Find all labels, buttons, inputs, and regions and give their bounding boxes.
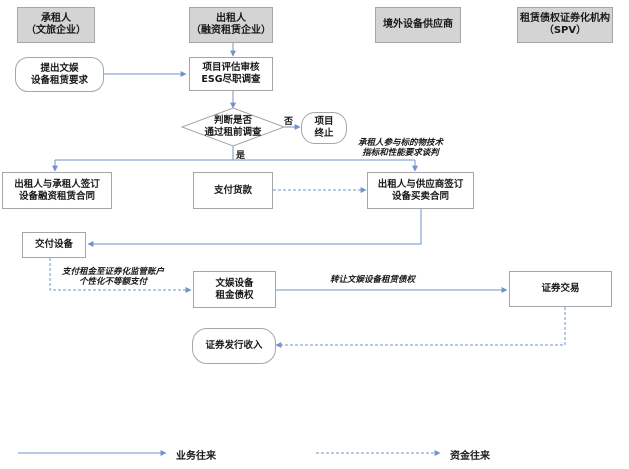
header-spv: 租赁债权证券化机构 （SPV） bbox=[517, 7, 613, 43]
note-transfer: 转让文娱设备租赁债权 bbox=[330, 275, 416, 285]
node-request: 提出文娱 设备租赁要求 bbox=[15, 57, 104, 92]
node-lease-contract-line1: 出租人与承租人签订 bbox=[14, 178, 100, 190]
note-negotiate-line2: 指标和性能要求谈判 bbox=[362, 148, 439, 158]
label-yes: 是 bbox=[236, 151, 246, 161]
edge-purchase-to-deliver bbox=[87, 208, 422, 247]
note-rent-pay-line2: 个性化不等额支付 bbox=[79, 277, 148, 287]
header-lessee-line1: 承租人 bbox=[41, 13, 71, 24]
node-claim: 文娱设备 租金债权 bbox=[193, 271, 276, 308]
node-claim-line1: 文娱设备 bbox=[215, 277, 254, 289]
note-rent-pay-line1: 支付租金至证券化监管账户 bbox=[62, 267, 165, 277]
note-negotiate-line1: 承租人参与标的物技术 bbox=[358, 138, 444, 148]
node-terminate-line1: 项目 bbox=[314, 116, 334, 127]
node-purchase-contract-line2: 设备买卖合同 bbox=[391, 190, 449, 202]
node-decision-line2: 通过租前调查 bbox=[204, 127, 262, 138]
label-no: 否 bbox=[284, 117, 294, 127]
header-spv-line2: （SPV） bbox=[543, 25, 587, 36]
note-rent-pay: 支付租金至证券化监管账户 个性化不等额支付 bbox=[62, 267, 164, 287]
node-decision: 判断是否 通过租前调查 bbox=[186, 114, 280, 140]
edge-deliver-to-claim bbox=[49, 258, 192, 293]
header-lessor-line1: 出租人 bbox=[216, 13, 246, 24]
edge-trade-to-proceeds bbox=[275, 307, 566, 348]
node-deliver: 交付设备 bbox=[22, 232, 86, 258]
header-lessee: 承租人 （文旅企业） bbox=[17, 7, 95, 43]
node-proceeds: 证券发行收入 bbox=[192, 328, 276, 364]
decision-diamond bbox=[180, 107, 286, 147]
node-evaluate: 项目评估审核 ESG尽职调查 bbox=[189, 57, 273, 91]
header-lessor: 出租人 （融资租赁企业） bbox=[189, 7, 273, 43]
node-trade: 证券交易 bbox=[509, 271, 612, 307]
node-purchase-contract-line1: 出租人与供应商签订 bbox=[377, 178, 464, 190]
note-negotiate: 承租人参与标的物技术 指标和性能要求谈判 bbox=[358, 138, 443, 158]
node-evaluate-line1: 项目评估审核 bbox=[202, 62, 260, 73]
header-supplier: 境外设备供应商 bbox=[375, 7, 461, 43]
node-evaluate-line2: ESG尽职调查 bbox=[201, 74, 261, 85]
node-pay: 支付货款 bbox=[193, 172, 273, 209]
legend-business-label: 业务往来 bbox=[176, 451, 216, 462]
header-supplier-line1: 境外设备供应商 bbox=[383, 19, 453, 30]
node-request-line1: 提出文娱 bbox=[40, 62, 79, 74]
node-deliver-line1: 交付设备 bbox=[34, 239, 73, 250]
node-pay-line1: 支付货款 bbox=[213, 184, 252, 196]
node-claim-line2: 租金债权 bbox=[215, 289, 254, 301]
node-lease-contract-line2: 设备融资租赁合同 bbox=[18, 190, 95, 202]
node-lease-contract: 出租人与承租人签订 设备融资租赁合同 bbox=[2, 172, 112, 209]
node-terminate: 项目 终止 bbox=[301, 112, 347, 144]
node-decision-line1: 判断是否 bbox=[213, 115, 252, 126]
header-spv-line1: 租赁债权证券化机构 bbox=[520, 13, 610, 24]
node-proceeds-line1: 证券发行收入 bbox=[205, 340, 263, 351]
header-lessor-line2: （融资租赁企业） bbox=[191, 25, 271, 36]
node-terminate-line2: 终止 bbox=[314, 128, 334, 139]
node-request-line2: 设备租赁要求 bbox=[30, 74, 88, 86]
header-lessee-line2: （文旅企业） bbox=[26, 25, 86, 36]
legend-fund-label: 资金往来 bbox=[450, 451, 490, 462]
node-purchase-contract: 出租人与供应商签订 设备买卖合同 bbox=[367, 172, 474, 209]
node-trade-line1: 证券交易 bbox=[541, 283, 580, 294]
